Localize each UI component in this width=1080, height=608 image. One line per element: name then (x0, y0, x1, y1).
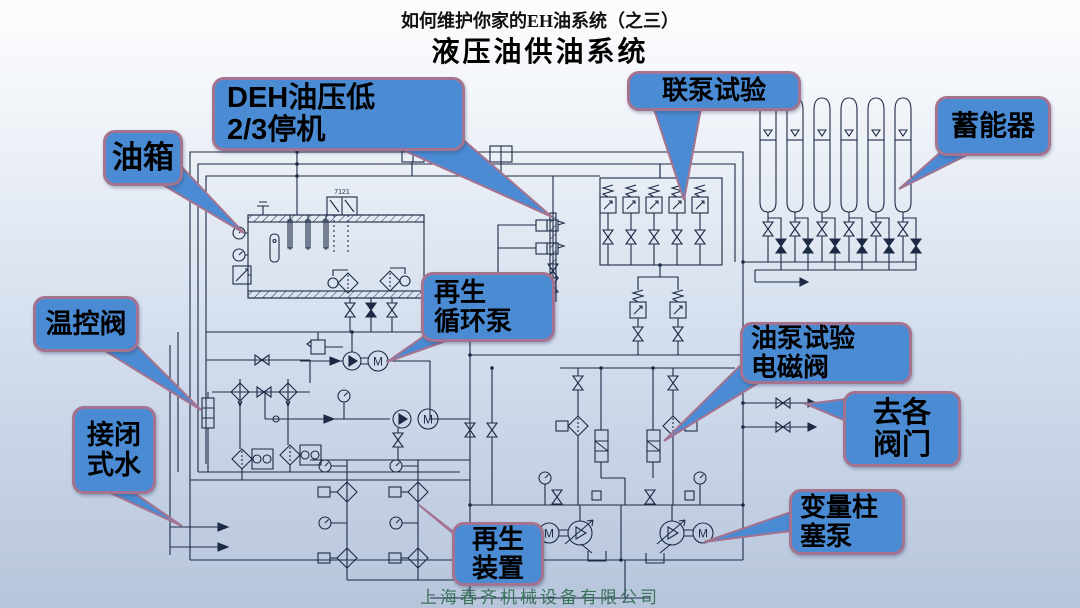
callout-deh-label: DEH油压低 2/3停机 (227, 81, 376, 146)
cooler-section (169, 331, 470, 555)
callout-deh-low-pressure: DEH油压低 2/3停机 (212, 77, 465, 151)
callout-variable-piston-pump-label: 变量柱 塞泵 (800, 491, 879, 551)
callout-to-valves-label: 去各 阀门 (872, 396, 931, 461)
water-connections (170, 522, 230, 552)
main-piston-pumps (430, 490, 743, 599)
thermostatic-valve (201, 397, 215, 429)
pump-test-solenoid-block (470, 354, 743, 505)
oil-tank-symbol (232, 196, 425, 299)
callout-pump-joint-test: 联泵试验 (627, 71, 801, 111)
callout-regen-circ-pump-label: 再生 循环泵 (434, 276, 513, 336)
callout-regen-device: 再生 装置 (452, 522, 544, 586)
regeneration-device-symbol (310, 459, 470, 581)
solenoid-valve-icon (646, 429, 661, 463)
tank-filter-label: 7121 (334, 189, 350, 196)
callout-closed-water: 接闭 式水 (72, 406, 156, 494)
solenoid-valve-icon (594, 429, 609, 463)
to-valves-pointer-tail (802, 397, 847, 423)
callout-pump-test-solenoid-label: 油泵试验 电磁阀 (751, 322, 856, 382)
callout-regen-circ-pump: 再生 循环泵 (421, 272, 555, 342)
callout-oil-tank-label: 油箱 (112, 139, 174, 175)
callout-accumulator-label: 蓄能器 (950, 110, 1035, 142)
callout-pump-joint-test-label: 联泵试验 (661, 75, 766, 106)
circulation-pumps (265, 332, 493, 505)
junction-dots (295, 150, 745, 562)
callout-temp-control-valve: 温控阀 (33, 296, 139, 352)
callout-accumulator: 蓄能器 (935, 96, 1051, 156)
slide-subtitle: 如何维护你家的EH油系统（之三） (400, 11, 679, 31)
piston-pump-pointer-tail (703, 510, 792, 543)
pressure-switch-block (599, 164, 723, 355)
callout-to-valves: 去各 阀门 (843, 391, 961, 467)
callout-variable-piston-pump: 变量柱 塞泵 (789, 489, 905, 555)
page-title: 液压油供油系统 (431, 36, 649, 67)
callout-regen-device-label: 再生 装置 (471, 523, 524, 583)
accumulator-bank (743, 97, 917, 287)
callout-closed-water-label: 接闭 式水 (87, 419, 141, 480)
callout-temp-control-valve-label: 温控阀 (45, 308, 127, 339)
callout-pump-test-solenoid: 油泵试验 电磁阀 (740, 322, 912, 384)
company-name: 上海春齐机械设备有限公司 (420, 588, 660, 607)
callout-oil-tank: 油箱 (103, 130, 183, 186)
